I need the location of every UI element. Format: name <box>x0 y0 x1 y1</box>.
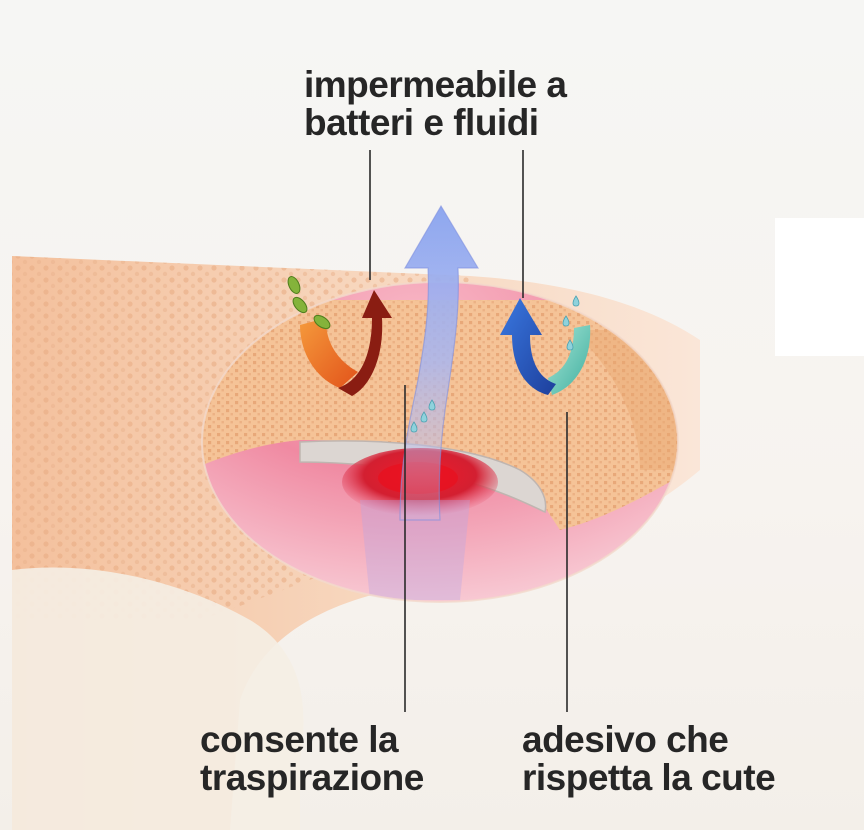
label-impermeable: impermeabile a batteri e fluidi <box>304 66 566 142</box>
label-adhesive-line2: rispetta la cute <box>522 759 775 797</box>
label-adhesive: adesivo che rispetta la cute <box>522 721 775 797</box>
label-breathable: consente la traspirazione <box>200 721 424 797</box>
label-impermeable-line1: impermeabile a <box>304 66 566 104</box>
label-breathable-line2: traspirazione <box>200 759 424 797</box>
white-panel <box>775 218 864 356</box>
label-impermeable-line2: batteri e fluidi <box>304 104 566 142</box>
label-breathable-line1: consente la <box>200 721 424 759</box>
label-adhesive-line1: adesivo che <box>522 721 775 759</box>
